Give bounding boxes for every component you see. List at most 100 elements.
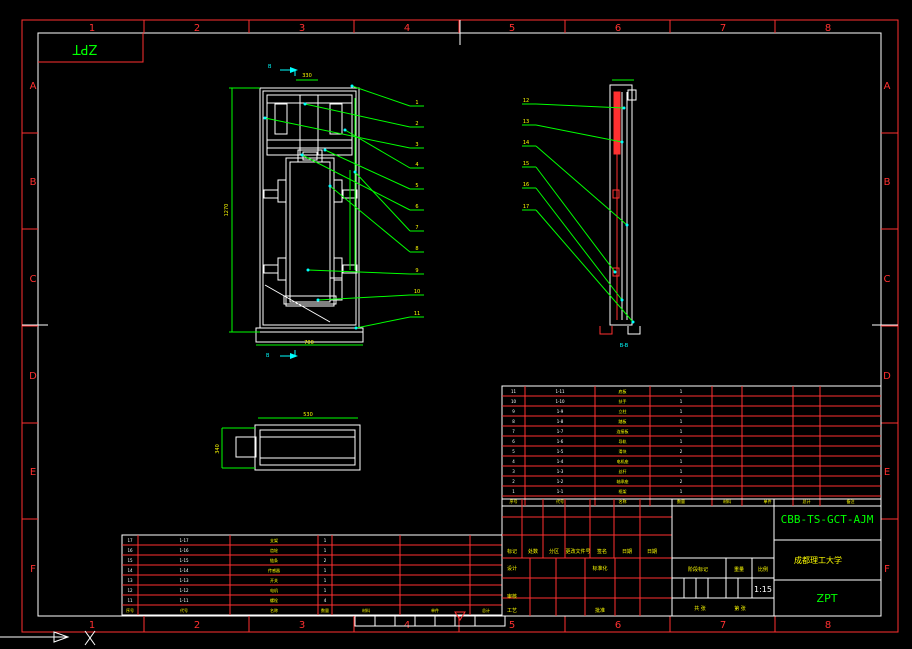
svg-text:4: 4: [324, 598, 327, 603]
svg-text:总计: 总计: [482, 607, 490, 613]
svg-text:1: 1: [324, 578, 327, 583]
svg-text:1-2: 1-2: [557, 479, 564, 484]
side-callout-12: 12: [523, 98, 529, 104]
plan-outline: [254, 424, 361, 471]
svg-text:1-1: 1-1: [557, 489, 564, 494]
svg-text:齿轮: 齿轮: [270, 547, 278, 553]
grid-row-left-E: E: [30, 467, 36, 478]
grid-row-left-D: D: [29, 371, 37, 382]
svg-text:10: 10: [511, 399, 517, 404]
svg-text:4: 4: [512, 459, 515, 464]
grid-row-right-D: D: [883, 371, 891, 382]
svg-text:序号: 序号: [510, 498, 518, 504]
svg-text:11: 11: [511, 389, 517, 394]
svg-text:名称: 名称: [619, 498, 627, 504]
grid-row-right-A: A: [884, 81, 891, 92]
svg-text:1-5: 1-5: [557, 449, 564, 454]
stage-label: 阶段标记: [688, 566, 708, 573]
dim-plan-depth: 340: [215, 444, 221, 454]
grid-row-right-F: F: [884, 564, 890, 575]
grid-row-left-A: A: [30, 81, 37, 92]
side-callout-17: 17: [523, 204, 529, 210]
svg-text:1-15: 1-15: [179, 558, 189, 563]
title-block-design: 设计: [507, 565, 517, 572]
scale-value: 1:15: [754, 585, 772, 594]
svg-text:电机座: 电机座: [617, 458, 629, 464]
grid-col-top-4: 4: [404, 23, 410, 34]
front-view[interactable]: B B 1270: [224, 64, 424, 359]
plan-view[interactable]: 530 340: [215, 412, 361, 471]
grid-col-top-7: 7: [720, 23, 726, 34]
svg-text:1-11: 1-11: [179, 598, 189, 603]
grid-col-top-8: 8: [825, 23, 831, 34]
svg-text:1: 1: [680, 489, 683, 494]
svg-text:17: 17: [127, 538, 133, 543]
dim-bottom-width: 700: [304, 340, 314, 346]
title-block-col-label: 日期: [622, 549, 632, 555]
svg-text:丝杆: 丝杆: [619, 468, 627, 474]
title-block-process: 工艺: [507, 608, 517, 614]
svg-text:1: 1: [324, 568, 327, 573]
svg-text:数量: 数量: [321, 607, 329, 613]
svg-text:1-6: 1-6: [557, 439, 564, 444]
svg-text:11: 11: [127, 598, 133, 603]
side-frame: [609, 84, 633, 326]
svg-text:代号: 代号: [180, 607, 188, 613]
front-callout-3: 3: [415, 142, 418, 148]
dim-plan-width: 530: [303, 412, 313, 418]
designer-name: ZPT: [817, 592, 838, 605]
title-block[interactable]: CBB-TS-GCT-AJM 成都理工大学 ZPT 阶段标记 重量 比例 1:1…: [501, 498, 882, 617]
svg-text:传感器: 传感器: [268, 567, 280, 573]
svg-text:数量: 数量: [677, 498, 685, 504]
svg-text:导轨: 导轨: [619, 438, 627, 444]
svg-text:3: 3: [512, 469, 515, 474]
bom-upper-row: 10 1-10 扶手 1: [511, 398, 683, 404]
side-callout-15: 15: [523, 161, 529, 167]
dim-top-width: 330: [302, 73, 312, 79]
side-callout-13: 13: [523, 119, 529, 125]
title-block-col-label: 签名: [597, 548, 607, 555]
drawing-number: CBB-TS-GCT-AJM: [781, 513, 874, 526]
ucs-icon: [0, 630, 96, 646]
svg-text:1-12: 1-12: [179, 588, 189, 593]
svg-text:总计: 总计: [803, 498, 811, 504]
svg-text:9: 9: [512, 409, 515, 414]
sheet-border: [21, 19, 899, 633]
corner-tag-box: ZPT: [38, 33, 144, 63]
svg-text:1: 1: [680, 399, 683, 404]
svg-text:1: 1: [680, 469, 683, 474]
bottom-ruler: [354, 611, 506, 627]
grid-col-bottom-3: 3: [299, 620, 305, 631]
svg-text:2: 2: [324, 558, 327, 563]
front-callout-4: 4: [415, 162, 418, 168]
svg-text:框架: 框架: [619, 488, 627, 494]
grid-col-bottom-7: 7: [720, 620, 726, 631]
grid-row-right-C: C: [884, 274, 891, 285]
grid-row-left-F: F: [30, 564, 36, 575]
svg-text:1: 1: [680, 429, 683, 434]
svg-text:名称: 名称: [270, 607, 278, 613]
grid-col-bottom-5: 5: [509, 620, 515, 631]
svg-text:单件: 单件: [431, 607, 439, 613]
svg-text:15: 15: [127, 558, 133, 563]
svg-text:滑块: 滑块: [619, 448, 627, 454]
section-callout-bottom: B: [266, 353, 270, 359]
grid-col-bottom-1: 1: [89, 620, 95, 631]
svg-text:扶手: 扶手: [619, 398, 627, 404]
svg-text:2: 2: [512, 479, 515, 484]
svg-text:1-10: 1-10: [555, 399, 565, 404]
svg-text:链条: 链条: [270, 557, 278, 563]
